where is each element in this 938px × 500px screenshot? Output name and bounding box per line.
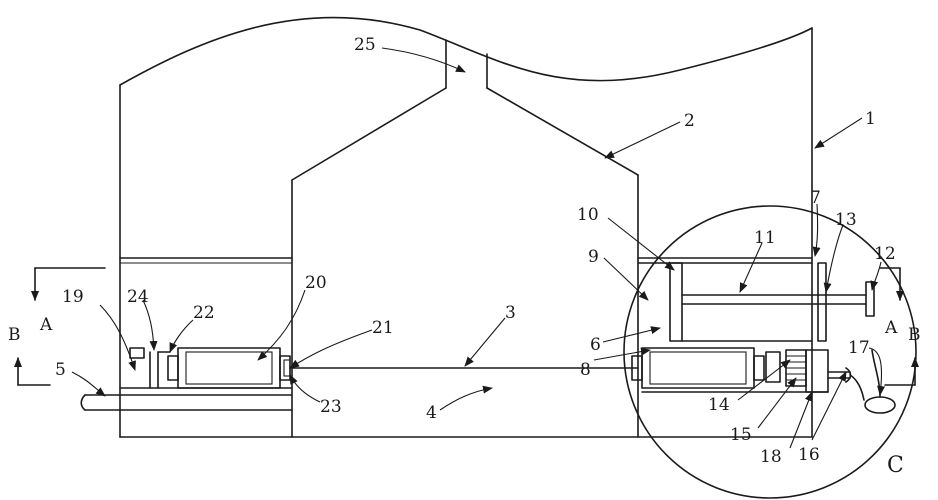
section-a-left: A	[39, 315, 53, 335]
label-2: 2	[684, 111, 695, 131]
label-16: 16	[798, 445, 820, 465]
outer-housing	[119, 16, 813, 438]
label-1: 1	[865, 109, 876, 129]
label-10: 10	[577, 205, 599, 225]
section-b-left: B	[8, 325, 21, 345]
label-20: 20	[305, 273, 327, 293]
label-6: 6	[590, 335, 601, 355]
label-15: 15	[730, 425, 752, 445]
label-3: 3	[505, 303, 516, 323]
label-17: 17	[848, 338, 870, 358]
label-24: 24	[127, 287, 149, 307]
section-b-right: B	[908, 325, 921, 345]
label-18: 18	[760, 447, 782, 467]
label-22: 22	[193, 303, 215, 323]
label-21: 21	[372, 318, 394, 338]
label-11: 11	[754, 228, 776, 248]
detail-circle	[623, 205, 917, 499]
label-4: 4	[426, 403, 437, 423]
section-marks	[14, 267, 919, 386]
left-chamber	[80, 257, 293, 411]
label-8: 8	[580, 360, 591, 380]
label-23: 23	[320, 397, 342, 417]
label-5: 5	[55, 360, 66, 380]
section-a-right: A	[884, 318, 898, 338]
detail-label-c: C	[887, 453, 904, 478]
label-13: 13	[835, 210, 857, 230]
part-labels: 1 2 3 4 5 6 7 8 9 10 11 12 13 14 15 16 1…	[8, 35, 921, 478]
leader-lines	[71, 47, 886, 449]
label-14: 14	[708, 395, 730, 415]
right-mechanism	[631, 257, 896, 414]
label-25: 25	[354, 35, 376, 55]
label-19: 19	[62, 287, 84, 307]
label-9: 9	[588, 247, 599, 267]
label-12: 12	[874, 244, 896, 264]
inner-hopper	[291, 39, 639, 438]
label-7: 7	[810, 188, 821, 208]
